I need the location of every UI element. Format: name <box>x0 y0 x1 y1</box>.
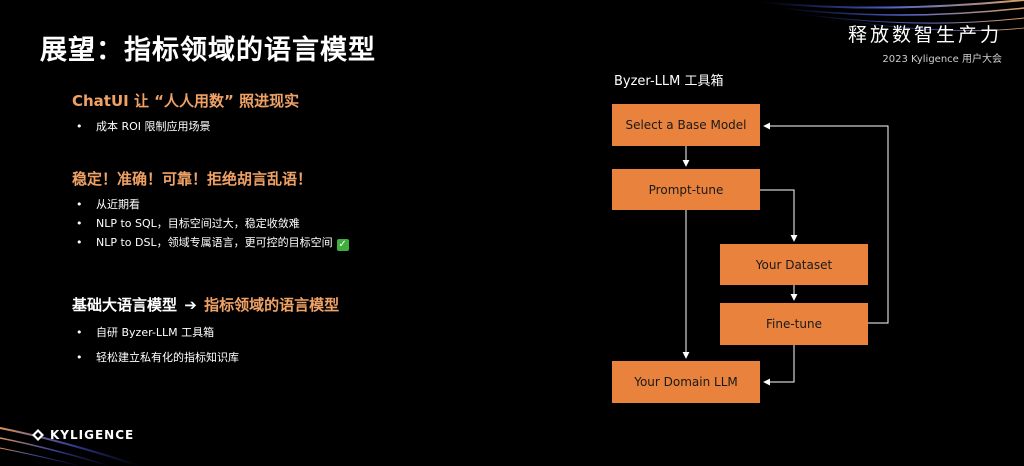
bullet-item: 轻松建立私有化的指标知识库 <box>76 348 239 367</box>
connector-finetune-to-base <box>763 122 889 324</box>
kyligence-logo-icon <box>32 429 44 441</box>
section1-bullets: 成本 ROI 限制应用场景 <box>76 117 211 136</box>
check-mark-icon: ✓ <box>336 239 349 251</box>
connector-prompt-to-dataset <box>760 189 798 242</box>
brand-block: 释放数智生产力 2023 Kyligence 用户大会 <box>848 20 1002 65</box>
right-arrow-icon: ➔ <box>184 296 197 314</box>
bullet-item: 从近期看 <box>76 195 349 214</box>
kyligence-logo: KYLIGENCE <box>32 428 134 442</box>
bullet-item: 自研 Byzer-LLM 工具箱 <box>76 323 239 348</box>
bullet-item: 成本 ROI 限制应用场景 <box>76 117 211 136</box>
conference-name: 2023 Kyligence 用户大会 <box>882 54 1002 65</box>
box-domain-llm: Your Domain LLM <box>612 361 760 403</box>
bullet-item: NLP to DSL，领域专属语言，更可控的目标空间✓ <box>76 233 349 252</box>
section3-heading: 基础大语言模型 ➔ 指标领域的语言模型 <box>72 294 339 315</box>
diagram-title: Byzer-LLM 工具箱 <box>614 74 724 89</box>
bullet-item: NLP to SQL，目标空间过大，稳定收敛难 <box>76 214 349 233</box>
box-base-model: Select a Base Model <box>612 104 760 146</box>
page-title: 展望：指标领域的语言模型 <box>40 35 376 66</box>
logo-text: KYLIGENCE <box>50 428 135 442</box>
heading-part1: 基础大语言模型 <box>72 296 178 314</box>
section2-heading: 稳定！准确！可靠！拒绝胡言乱语！ <box>72 170 313 188</box>
bullet-text: NLP to DSL，领域专属语言，更可控的目标空间 <box>96 236 333 249</box>
section1-heading: ChatUI 让 “人人用数” 照进现实 <box>72 92 300 110</box>
slogan: 释放数智生产力 <box>847 24 1002 46</box>
box-fine-tune: Fine-tune <box>720 303 868 345</box>
connector-finetune-to-domain <box>763 345 795 386</box>
section2-bullets: 从近期看 NLP to SQL，目标空间过大，稳定收敛难 NLP to DSL，… <box>76 195 349 252</box>
box-prompt-tune: Prompt-tune <box>612 169 760 210</box>
box-dataset: Your Dataset <box>720 244 868 285</box>
heading-part2: 指标领域的语言模型 <box>204 296 340 314</box>
section3-bullets: 自研 Byzer-LLM 工具箱 轻松建立私有化的指标知识库 <box>76 323 239 367</box>
